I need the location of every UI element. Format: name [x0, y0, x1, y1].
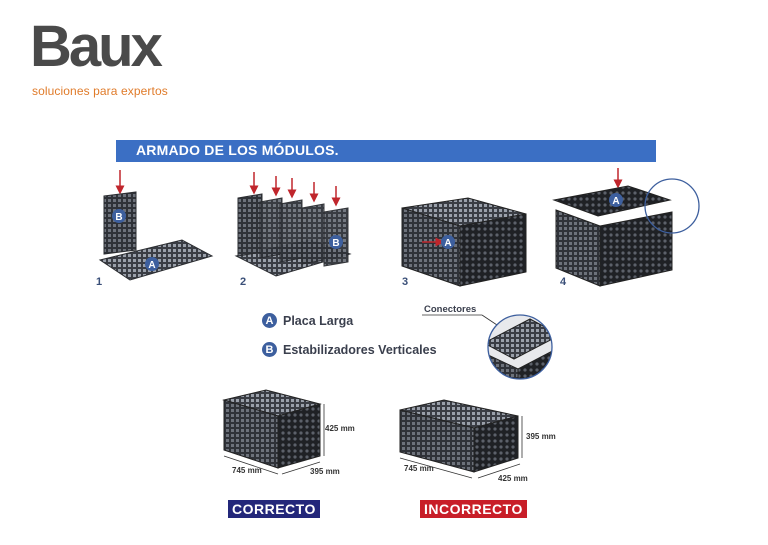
connectors-detail	[422, 314, 553, 380]
legend-text-a: Placa Larga	[283, 313, 354, 328]
logo-wordmark: Baux	[30, 14, 163, 79]
step-1-badge-a: A	[148, 260, 155, 271]
legend-text-b: Estabilizadores Verticales	[283, 342, 437, 357]
correct-module-diagram	[222, 389, 325, 475]
step-1-badge-b: B	[115, 212, 122, 223]
step-2-diagram: B	[234, 172, 352, 277]
brand-logo: Baux soluciones para expertos	[30, 18, 200, 102]
step-4-diagram: A	[552, 168, 700, 287]
step-1-diagram: B A	[98, 170, 214, 281]
step-1-number: 1	[96, 276, 103, 288]
step-3-diagram: A	[401, 197, 527, 287]
step-3-number: 3	[402, 276, 409, 288]
connectors-label: Conectores	[424, 304, 477, 315]
incorrect-label: INCORRECTO	[420, 500, 527, 518]
correct-height-label: 425 mm	[325, 424, 355, 433]
correct-length-label: 745 mm	[232, 466, 262, 475]
legend-badge-b: B	[262, 342, 277, 357]
step-2-badge-b: B	[332, 238, 339, 249]
logo-tagline: soluciones para expertos	[32, 84, 168, 98]
incorrect-depth-label: 425 mm	[498, 474, 528, 483]
section-title-bar: ARMADO DE LOS MÓDULOS.	[116, 140, 656, 162]
incorrect-height-label: 395 mm	[526, 432, 556, 441]
step-4-number: 4	[560, 276, 567, 288]
legend-item-a: A Placa Larga	[262, 313, 353, 328]
legend-badge-a: A	[262, 313, 277, 328]
incorrect-length-label: 745 mm	[404, 464, 434, 473]
legend-item-b: B Estabilizadores Verticales	[262, 342, 437, 357]
section-title: ARMADO DE LOS MÓDULOS.	[136, 142, 339, 158]
step-3-badge-a: A	[444, 238, 451, 249]
step-4-badge-a: A	[612, 196, 619, 207]
step-2-number: 2	[240, 276, 247, 288]
correct-depth-label: 395 mm	[310, 467, 340, 476]
correct-label: CORRECTO	[228, 500, 320, 518]
incorrect-module-diagram	[399, 399, 523, 479]
